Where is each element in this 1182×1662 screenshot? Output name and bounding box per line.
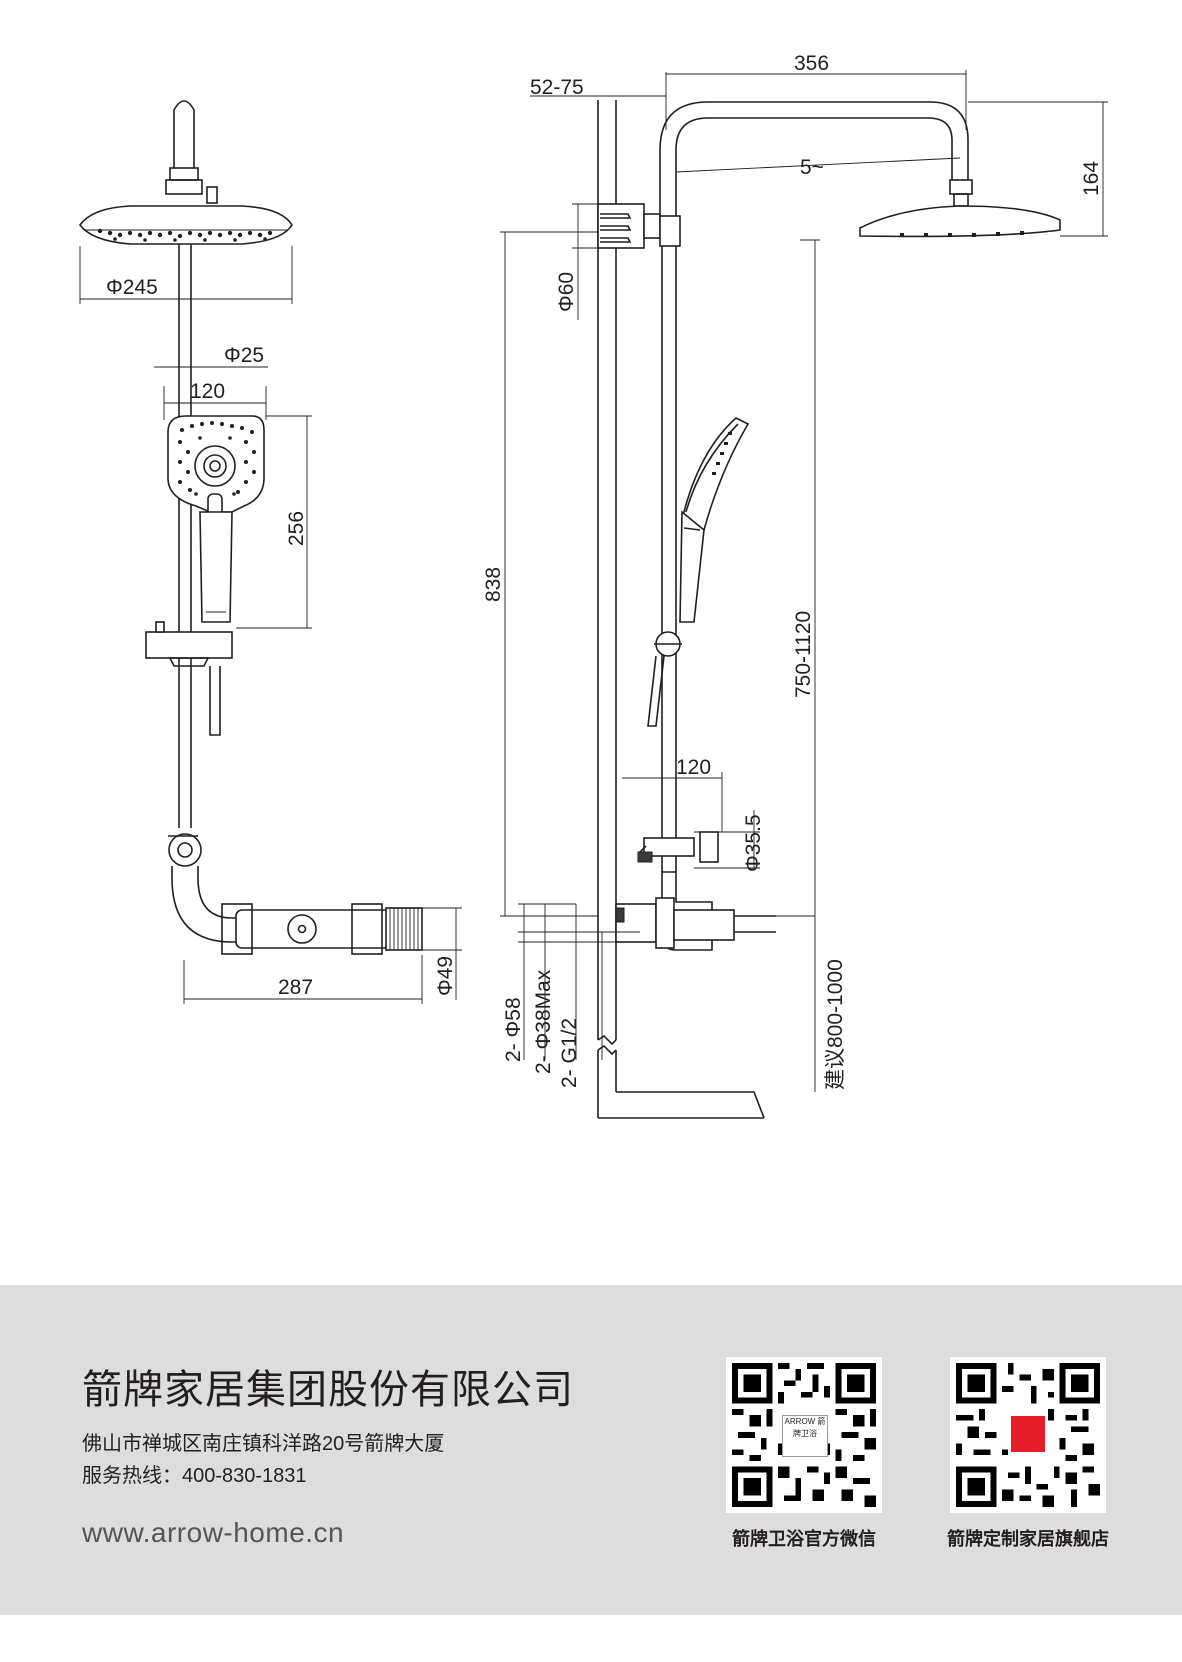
- dim-handheld-reach: 120: [676, 756, 711, 779]
- dim-escutcheon: 2- Φ58: [502, 997, 525, 1062]
- service-hotline: 服务热线：400-830-1831: [82, 1465, 307, 1487]
- dim-handheld-length: 256: [285, 511, 308, 546]
- qr-pattern: [956, 1363, 1100, 1507]
- dim-arm-tilt: 5~: [800, 156, 824, 179]
- store-qr-code: [950, 1357, 1106, 1513]
- valve-knob-ribs: [385, 907, 423, 951]
- dim-total-height: 838: [482, 567, 505, 602]
- dim-handheld-width: 120: [190, 380, 225, 403]
- head-nozzles: [97, 228, 273, 242]
- dim-thread: 2- G1/2: [558, 1018, 581, 1088]
- dim-install-height: 建议800-1000: [824, 959, 847, 1090]
- company-name: 箭牌家居集团股份有限公司: [82, 1368, 574, 1412]
- dim-arm-reach: 356: [794, 52, 829, 75]
- wechat-qr-code: ARROW 箭牌卫浴: [726, 1357, 882, 1513]
- technical-drawing: Φ245 Φ25 120 256: [79, 52, 1108, 1119]
- dim-bracket-diameter: Φ60: [555, 272, 578, 312]
- footer: 箭牌家居集团股份有限公司 佛山市禅城区南庄镇科洋路20号箭牌大厦 服务热线：40…: [0, 1285, 1182, 1615]
- handheld-side-grip: [712, 432, 732, 475]
- dim-head-drop: 164: [1080, 161, 1103, 196]
- dim-handheld-height: 750-1120: [792, 611, 815, 698]
- store-qr-caption: 箭牌定制家居旗舰店: [947, 1529, 1109, 1549]
- dim-outlet-diameter: Φ35.5: [742, 814, 765, 872]
- dim-rail-diameter: Φ25: [224, 344, 264, 367]
- website-link[interactable]: www.arrow-home.cn: [82, 1517, 345, 1548]
- bracket-screws: [600, 213, 632, 243]
- qr-pattern: [732, 1363, 876, 1507]
- dim-pipe-max: 2- Φ38Max: [532, 969, 555, 1074]
- dim-valve-width: 287: [278, 976, 313, 999]
- dim-wall-offset: 52-75: [530, 76, 584, 99]
- handheld-nozzles: [178, 421, 256, 496]
- dim-head-diameter: Φ245: [106, 276, 158, 299]
- front-view: Φ245 Φ25 120 256: [79, 100, 462, 1004]
- wechat-qr-logo: ARROW 箭牌卫浴: [782, 1415, 828, 1457]
- side-view: 52-75 356 5~ 164: [482, 52, 1108, 1119]
- head-side-nozzles: [900, 231, 1024, 237]
- store-qr-logo-icon: [1011, 1416, 1045, 1452]
- dim-valve-diameter: Φ49: [434, 956, 457, 996]
- company-address: 佛山市禅城区南庄镇科洋路20号箭牌大厦: [82, 1433, 445, 1455]
- wechat-qr-caption: 箭牌卫浴官方微信: [732, 1529, 876, 1549]
